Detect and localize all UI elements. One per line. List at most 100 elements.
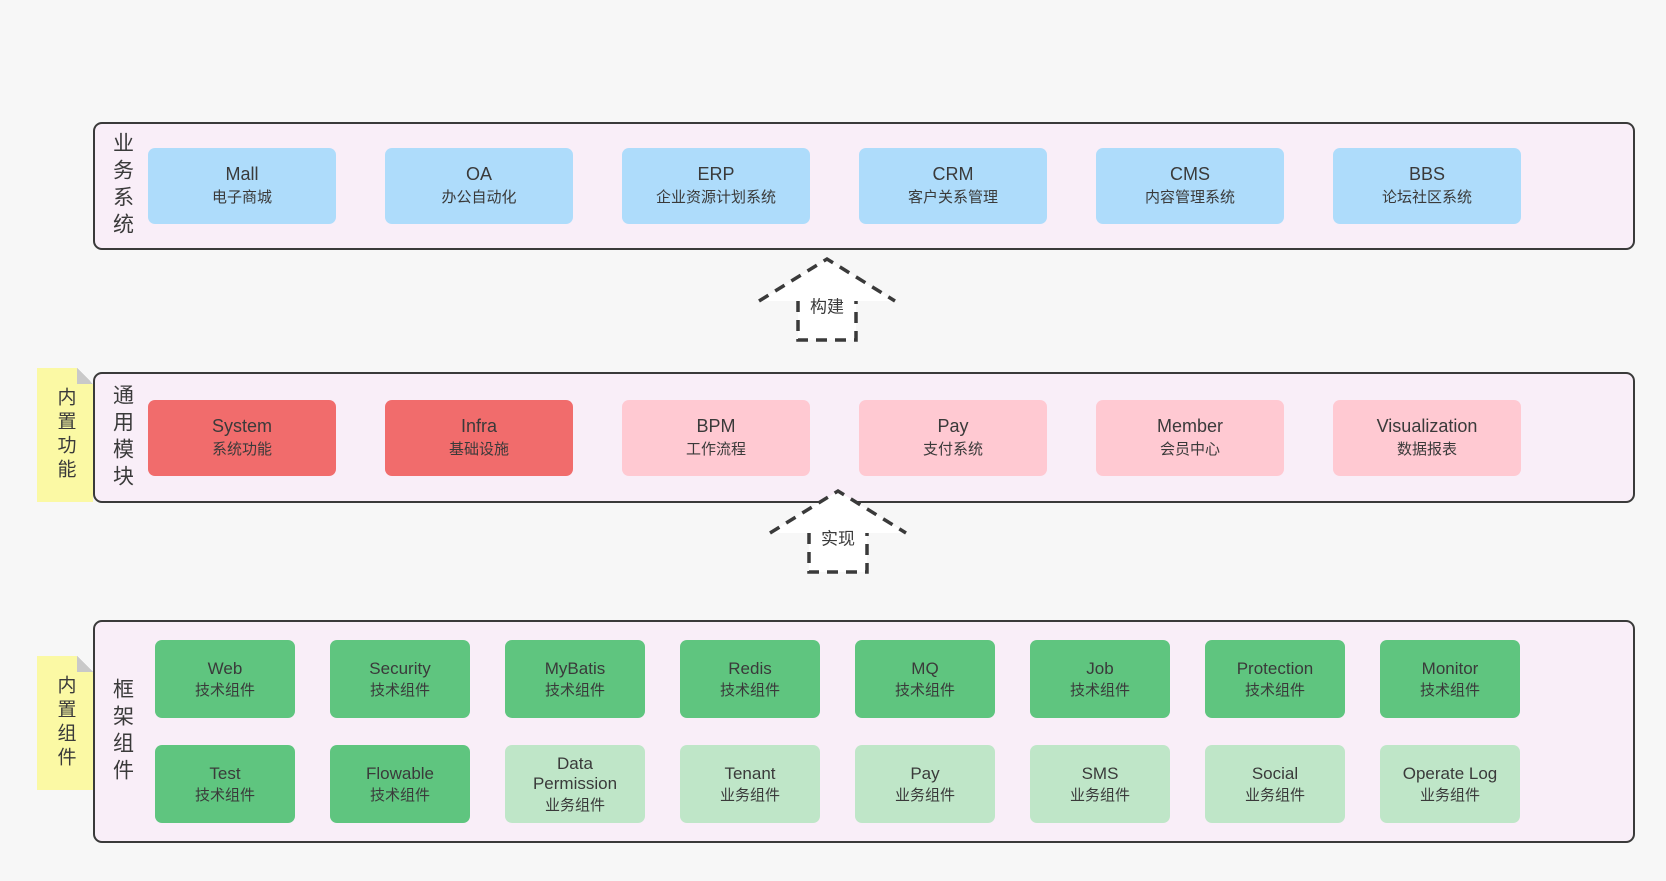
build-arrow-label: 构建 <box>807 291 847 319</box>
framework-row-2: Test 技术组件 Flowable 技术组件 Data Permission … <box>155 745 1520 823</box>
box-sms-name: SMS <box>1081 763 1119 783</box>
builtin-feature-tag-label: 内置功能 <box>54 387 76 483</box>
box-protection-desc: 技术组件 <box>1244 681 1305 699</box>
box-social-desc: 业务组件 <box>1244 786 1305 804</box>
box-data-permission: Data Permission 业务组件 <box>505 745 645 823</box>
box-pay-module-name: Pay <box>937 415 969 436</box>
box-cms-name: CMS <box>1170 164 1210 184</box>
box-redis: Redis 技术组件 <box>680 640 820 718</box>
box-mq-name: MQ <box>911 658 939 678</box>
business-box-row: Mall 电子商城 OA 办公自动化 ERP 企业资源计划系统 CRM 客户关系… <box>148 148 1521 224</box>
box-visualization-name: Visualization <box>1376 415 1478 436</box>
box-crm: CRM 客户关系管理 <box>859 148 1047 224</box>
box-flowable-name: Flowable <box>365 763 435 783</box>
framework-layer-label: 框架组件 <box>110 677 134 786</box>
box-monitor-name: Monitor <box>1421 658 1479 678</box>
box-pay-component-name: Pay <box>910 763 940 783</box>
box-web: Web 技术组件 <box>155 640 295 718</box>
box-erp: ERP 企业资源计划系统 <box>622 148 810 224</box>
box-bbs-desc: 论坛社区系统 <box>1381 189 1472 206</box>
box-redis-name: Redis <box>728 658 772 678</box>
box-test-name: Test <box>209 763 241 783</box>
box-operate-log-name: Operate Log <box>1402 763 1498 783</box>
box-oa-desc: 办公自动化 <box>441 189 517 206</box>
folded-corner-icon <box>77 656 93 672</box>
framework-components-panel: 框架组件 Web 技术组件 Security 技术组件 MyBatis 技术组件… <box>93 620 1635 843</box>
box-pay-component-desc: 业务组件 <box>894 786 955 804</box>
box-monitor-desc: 技术组件 <box>1419 681 1480 699</box>
box-pay-module-desc: 支付系统 <box>922 440 983 458</box>
box-crm-desc: 客户关系管理 <box>907 189 998 206</box>
builtin-component-tag-label: 内置组件 <box>54 675 76 771</box>
modules-layer-label: 通用模块 <box>110 383 134 492</box>
box-member-desc: 会员中心 <box>1159 440 1220 458</box>
box-flowable-desc: 技术组件 <box>369 786 430 804</box>
box-mybatis-name: MyBatis <box>544 658 606 678</box>
box-tenant: Tenant 业务组件 <box>680 745 820 823</box>
box-crm-name: CRM <box>932 164 974 184</box>
box-social-name: Social <box>1251 763 1299 783</box>
box-mall-name: Mall <box>225 164 259 184</box>
box-cms-desc: 内容管理系统 <box>1144 189 1235 206</box>
box-bbs: BBS 论坛社区系统 <box>1333 148 1521 224</box>
box-infra-desc: 基础设施 <box>448 440 509 458</box>
box-web-desc: 技术组件 <box>194 681 255 699</box>
framework-box-rows: Web 技术组件 Security 技术组件 MyBatis 技术组件 Redi… <box>155 640 1520 823</box>
box-data-permission-name: Data Permission <box>532 753 618 793</box>
box-mq-desc: 技术组件 <box>894 681 955 699</box>
box-oa-name: OA <box>465 164 492 184</box>
implement-arrow-label: 实现 <box>818 523 858 551</box>
box-flowable: Flowable 技术组件 <box>330 745 470 823</box>
box-social: Social 业务组件 <box>1205 745 1345 823</box>
box-operate-log: Operate Log 业务组件 <box>1380 745 1520 823</box>
builtin-feature-tag: 内置功能 <box>37 368 93 502</box>
business-systems-panel: 业务系统 Mall 电子商城 OA 办公自动化 ERP 企业资源计划系统 CRM… <box>93 122 1635 250</box>
box-pay-component: Pay 业务组件 <box>855 745 995 823</box>
box-bpm: BPM 工作流程 <box>622 399 810 476</box>
box-redis-desc: 技术组件 <box>719 681 780 699</box>
box-bpm-desc: 工作流程 <box>685 440 746 458</box>
box-bpm-name: BPM <box>696 415 736 436</box>
box-security-desc: 技术组件 <box>369 681 430 699</box>
business-layer-label: 业务系统 <box>110 132 134 240</box>
box-bbs-name: BBS <box>1408 164 1446 184</box>
common-modules-panel: 通用模块 System 系统功能 Infra 基础设施 BPM 工作流程 Pay… <box>93 372 1635 503</box>
box-protection-name: Protection <box>1236 658 1314 678</box>
box-infra: Infra 基础设施 <box>385 399 573 476</box>
box-mybatis: MyBatis 技术组件 <box>505 640 645 718</box>
box-security-name: Security <box>369 658 431 678</box>
box-cms: CMS 内容管理系统 <box>1096 148 1284 224</box>
box-sms: SMS 业务组件 <box>1030 745 1170 823</box>
box-job-desc: 技术组件 <box>1069 681 1130 699</box>
box-tenant-desc: 业务组件 <box>719 786 780 804</box>
folded-corner-icon <box>77 368 93 384</box>
build-arrow: 构建 <box>757 255 897 343</box>
box-oa: OA 办公自动化 <box>385 148 573 224</box>
framework-row-1: Web 技术组件 Security 技术组件 MyBatis 技术组件 Redi… <box>155 640 1520 718</box>
box-pay-module: Pay 支付系统 <box>859 399 1047 476</box>
box-system: System 系统功能 <box>148 399 336 476</box>
box-data-permission-desc: 业务组件 <box>544 796 605 814</box>
box-visualization-desc: 数据报表 <box>1396 440 1457 458</box>
box-job: Job 技术组件 <box>1030 640 1170 718</box>
box-operate-log-desc: 业务组件 <box>1419 786 1480 804</box>
box-member-name: Member <box>1156 415 1223 436</box>
box-protection: Protection 技术组件 <box>1205 640 1345 718</box>
box-infra-name: Infra <box>460 415 498 436</box>
box-test: Test 技术组件 <box>155 745 295 823</box>
modules-box-row: System 系统功能 Infra 基础设施 BPM 工作流程 Pay 支付系统… <box>148 399 1521 476</box>
box-mall: Mall 电子商城 <box>148 148 336 224</box>
box-test-desc: 技术组件 <box>194 786 255 804</box>
implement-arrow: 实现 <box>768 487 908 575</box>
box-monitor: Monitor 技术组件 <box>1380 640 1520 718</box>
box-web-name: Web <box>207 658 243 678</box>
builtin-component-tag: 内置组件 <box>37 656 93 790</box>
box-visualization: Visualization 数据报表 <box>1333 399 1521 476</box>
box-security: Security 技术组件 <box>330 640 470 718</box>
box-mybatis-desc: 技术组件 <box>544 681 605 699</box>
box-system-name: System <box>211 415 272 436</box>
box-erp-desc: 企业资源计划系统 <box>655 189 776 206</box>
box-tenant-name: Tenant <box>724 763 776 783</box>
box-mq: MQ 技术组件 <box>855 640 995 718</box>
box-sms-desc: 业务组件 <box>1069 786 1130 804</box>
